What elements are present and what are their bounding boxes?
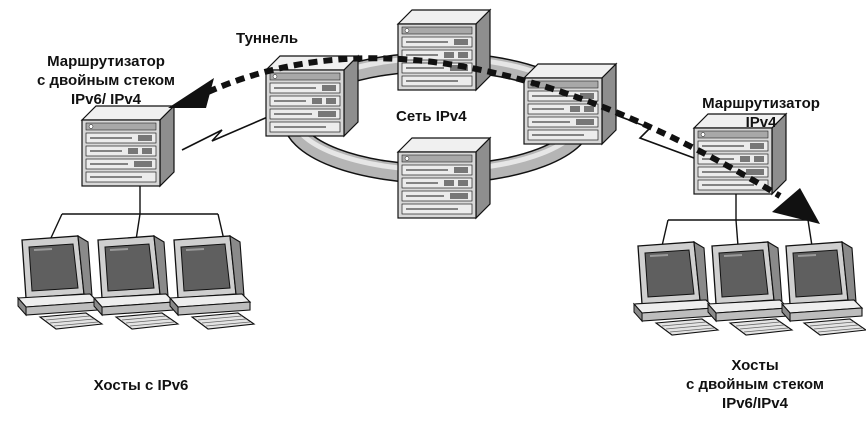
left-router-label-line-1: Маршрутизатор bbox=[47, 53, 165, 70]
tunnel-label: Туннель bbox=[236, 30, 299, 47]
left-lan-bus bbox=[49, 186, 225, 241]
left-host-3-icon bbox=[169, 235, 255, 330]
left-dual-stack-router-icon bbox=[81, 105, 175, 187]
left-router-label-line-3: IPv6/ IPv4 bbox=[70, 91, 142, 108]
ring-router-right-icon bbox=[523, 63, 617, 145]
left-host-2-icon bbox=[93, 235, 179, 330]
right-host-2-icon bbox=[707, 241, 793, 336]
right-hosts-label-line-3: IPv6/IPv4 bbox=[722, 395, 788, 412]
right-router-label-line-1: Маршрутизатор bbox=[702, 95, 820, 112]
right-host-3-icon bbox=[781, 241, 866, 336]
ipv4-network-label: Сеть IPv4 bbox=[396, 108, 467, 125]
right-hosts-label-line-1: Хосты bbox=[731, 357, 779, 374]
left-router-label-line-2: с двойным стеком bbox=[37, 72, 175, 89]
left-router-label: Маршрутизатор с двойным стеком IPv6/ IPv… bbox=[18, 52, 194, 109]
right-lan-bus bbox=[661, 192, 813, 247]
right-router-label: Маршрутизатор IPv4 bbox=[686, 94, 836, 132]
left-host-1-icon bbox=[17, 235, 103, 330]
right-host-1-icon bbox=[633, 241, 719, 336]
serial-link-right-icon bbox=[607, 111, 695, 159]
right-hosts-label: Хосты с двойным стеком IPv6/IPv4 bbox=[670, 356, 840, 413]
ring-router-bottom-icon bbox=[397, 137, 491, 219]
serial-link-left-icon bbox=[181, 115, 271, 151]
right-router-label-line-2: IPv4 bbox=[745, 114, 777, 131]
right-hosts-label-line-2: с двойным стеком bbox=[686, 376, 824, 393]
left-hosts-label: Хосты с IPv6 bbox=[93, 377, 189, 394]
ring-router-top-icon bbox=[397, 9, 491, 91]
dotted-tunnel-arrow-icon bbox=[168, 55, 820, 224]
